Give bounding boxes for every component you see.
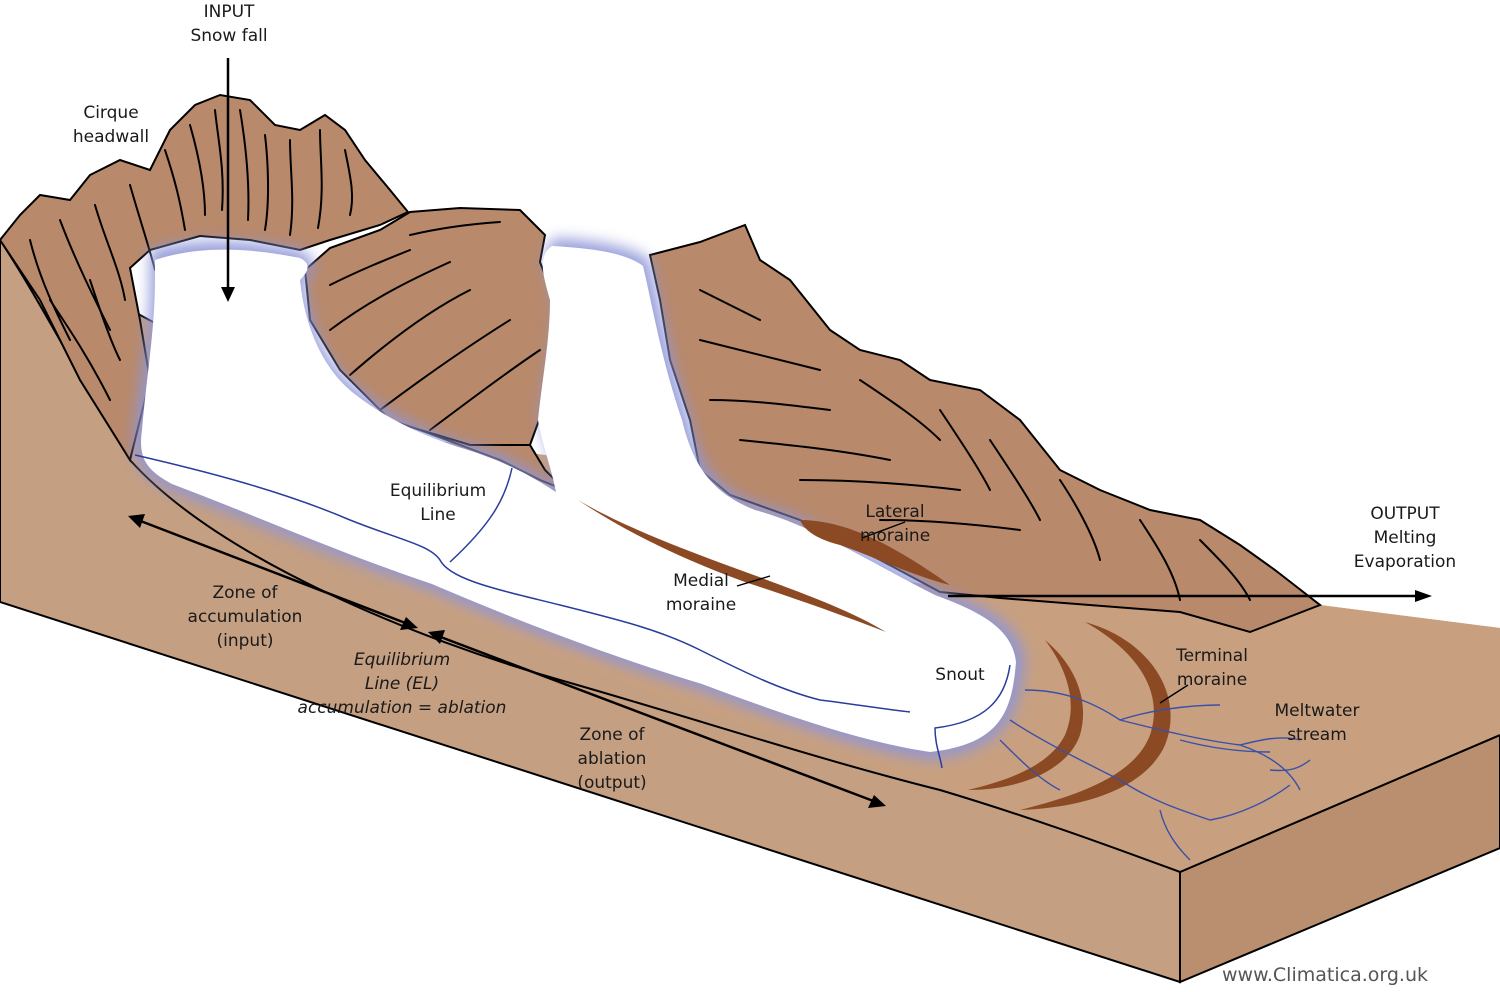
ice-lower-edge-line xyxy=(134,454,911,713)
ablation-zone-arrowhead-right xyxy=(868,795,886,808)
terminal-moraine-outer xyxy=(1020,622,1171,810)
ablation-zone-arrowhead-left xyxy=(428,630,445,644)
snout-label: Snout xyxy=(935,665,985,685)
glacier xyxy=(133,238,1026,769)
leader-lines xyxy=(736,521,1189,704)
accumulation-zone-arrow xyxy=(137,518,409,626)
terminal-moraine-inner xyxy=(968,640,1084,790)
glacier-ice xyxy=(141,246,1016,752)
medial-moraine xyxy=(578,500,886,632)
moraines xyxy=(578,500,1171,810)
accumulation-zone-arrowhead-left xyxy=(128,514,145,528)
meltwater-streams xyxy=(999,689,1311,861)
accumulation-zone-arrowhead-right xyxy=(400,617,418,630)
website-credit: www.Climatica.org.uk xyxy=(1222,964,1428,986)
ablation-zone-arrow xyxy=(437,634,877,804)
output-arrowhead xyxy=(1415,590,1432,602)
lateral-moraine xyxy=(800,520,950,585)
snout-curve xyxy=(934,664,1011,769)
equilibrium-line-curve xyxy=(449,467,513,563)
snowfall-arrowhead xyxy=(221,287,235,302)
arrows xyxy=(128,58,1432,808)
